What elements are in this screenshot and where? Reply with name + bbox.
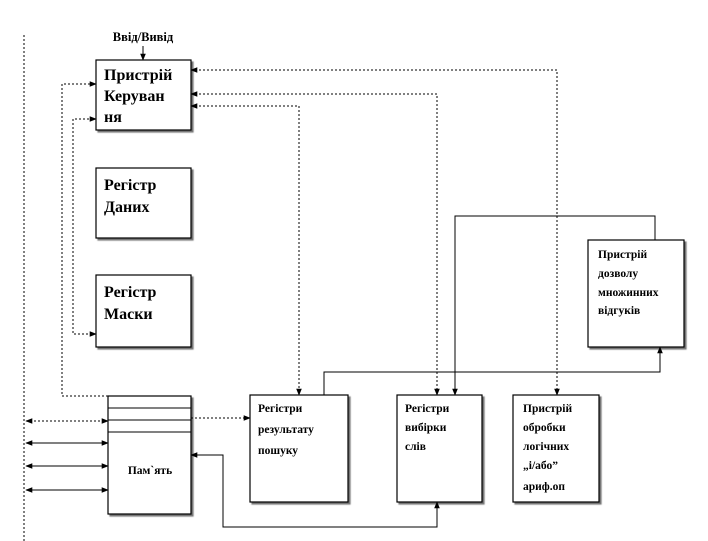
- searchresult-to-resolver-link: [323, 346, 663, 395]
- control-unit-label-1: Пристрій: [104, 67, 172, 84]
- memory-to-control-loop: [61, 81, 108, 397]
- io-label: Ввід/Вивід: [113, 30, 174, 44]
- resolver-label-3: множинних: [598, 287, 659, 299]
- logic-processor-label-2: обробки: [523, 422, 566, 434]
- mask-register-label-2: Маски: [104, 306, 153, 323]
- control-wordselect-link: [190, 91, 440, 396]
- multiple-response-resolver-block: Пристрій дозволу множинних відгуків: [587, 239, 685, 348]
- resolver-label-2: дозволу: [598, 268, 638, 280]
- control-unit-block: Пристрій Керуван ня: [95, 59, 192, 131]
- word-select-registers-block: Регістри вибірки слів: [396, 394, 483, 503]
- control-logic-link: [190, 67, 560, 396]
- resolver-to-wordselect-link: [452, 215, 656, 396]
- data-register-label-2: Даних: [104, 199, 149, 216]
- mask-to-control-loop: [72, 116, 97, 337]
- mask-register-block: Регістр Маски: [95, 274, 192, 348]
- logic-processor-block: Пристрій обробки логічних „і/або” ариф.о…: [512, 394, 600, 503]
- memory-block: Пам`ять: [107, 395, 192, 515]
- logic-processor-label-3: логічних: [523, 441, 569, 453]
- memory-label: Пам`ять: [128, 465, 172, 477]
- search-result-label-2: результату: [258, 424, 314, 436]
- wordselect-to-memory-link: [190, 452, 440, 528]
- control-searchresult-link: [190, 103, 302, 396]
- data-register-label-1: Регістр: [104, 177, 157, 194]
- connections: [25, 67, 663, 528]
- control-unit-label-2: Керуван: [104, 88, 165, 105]
- word-select-label-1: Регістри: [405, 403, 450, 415]
- word-select-label-2: вибірки: [405, 422, 447, 434]
- search-result-registers-block: Регістри результату пошуку: [249, 394, 349, 503]
- control-unit-label-3: ня: [104, 109, 122, 126]
- data-register-block: Регістр Даних: [95, 167, 192, 239]
- search-result-label-3: пошуку: [258, 445, 298, 457]
- resolver-label-4: відгуків: [598, 305, 640, 317]
- logic-processor-label-4: „і/або”: [523, 460, 558, 472]
- word-select-label-3: слів: [405, 441, 426, 453]
- resolver-label-1: Пристрій: [598, 249, 647, 261]
- logic-processor-label-5: ариф.оп: [523, 481, 565, 493]
- mask-register-label-1: Регістр: [104, 284, 157, 301]
- search-result-label-1: Регістри: [258, 403, 303, 415]
- logic-processor-label-1: Пристрій: [523, 403, 572, 415]
